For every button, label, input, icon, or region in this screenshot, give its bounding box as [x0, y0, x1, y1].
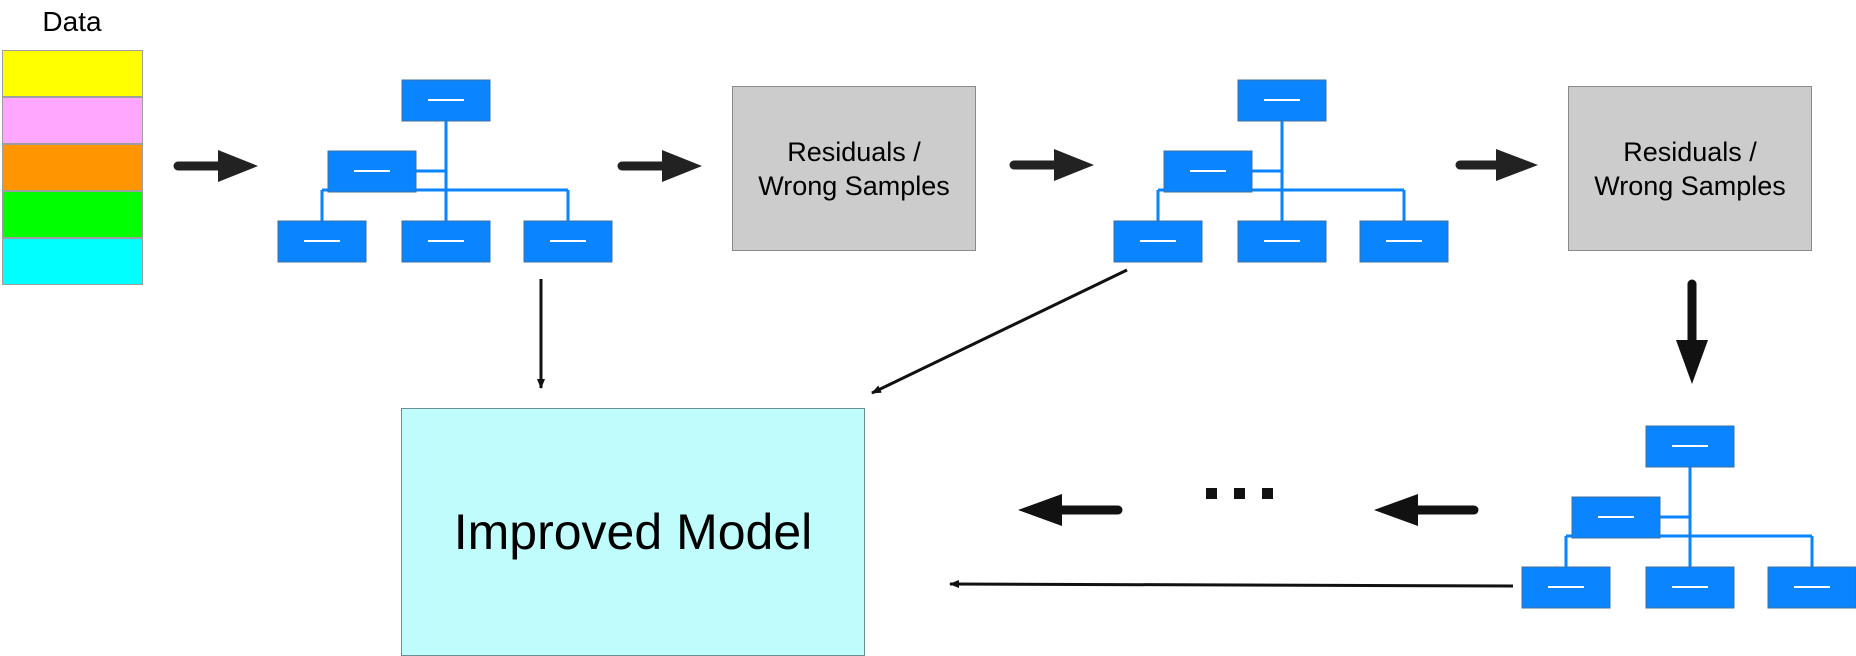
decision-tree-2 — [1113, 79, 1449, 263]
residuals-box-2: Residuals / Wrong Samples — [1568, 86, 1812, 251]
tree-node — [1645, 566, 1735, 609]
data-block-1 — [2, 50, 143, 97]
residuals-line-2: Wrong Samples — [758, 170, 950, 201]
improved-model-box: Improved Model — [401, 408, 865, 656]
residuals-box-1: Residuals / Wrong Samples — [732, 86, 976, 251]
residuals-line-1: Residuals / — [1623, 136, 1757, 167]
arrow-tree3-to-model — [949, 580, 1514, 589]
residuals-line-2: Wrong Samples — [1594, 170, 1786, 201]
arrow-tree2-to-residuals2 — [1455, 149, 1538, 181]
data-block-3 — [2, 144, 143, 191]
ellipsis-icon — [1198, 470, 1288, 510]
arrow-tree3-to-ellipsis — [1374, 494, 1479, 526]
arrow-data-to-tree1 — [173, 150, 258, 182]
arrow-tree1-to-residuals1 — [617, 150, 702, 182]
residuals-line-1: Residuals / — [787, 136, 921, 167]
arrow-ellipsis-to-model — [1018, 494, 1123, 526]
data-title: Data — [42, 6, 102, 37]
data-block-2 — [2, 97, 143, 144]
arrow-tree2-to-model — [871, 268, 1128, 395]
decision-tree-1 — [277, 79, 613, 263]
improved-model-label: Improved Model — [453, 504, 813, 560]
arrow-residuals2-to-tree3 — [1676, 279, 1708, 384]
decision-tree-3 — [1521, 425, 1856, 609]
tree-node — [1237, 79, 1327, 122]
data-block-4 — [2, 191, 143, 238]
data-block-5 — [2, 238, 143, 285]
arrow-residuals1-to-tree2 — [1009, 149, 1094, 181]
